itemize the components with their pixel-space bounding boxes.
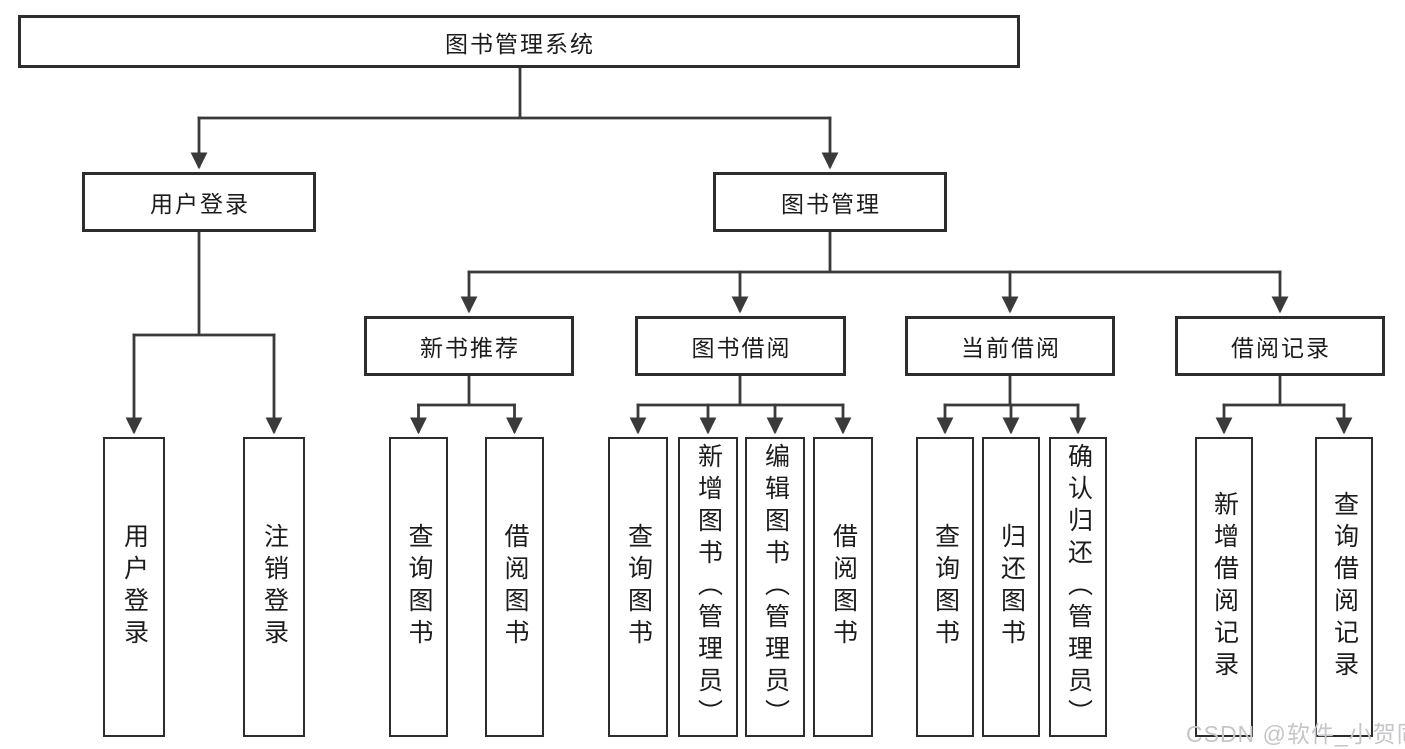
node-borrowing-records: 借阅记录 [1175,316,1385,376]
connector-user-login-split [132,230,276,337]
node-leaf-add-books-admin: 新增图书（管理员） [678,437,738,737]
node-current-borrowing: 当前借阅 [905,316,1115,376]
node-leaf-logout: 注销登录 [243,437,305,737]
node-library-management-system: 图书管理系统 [18,15,1020,68]
node-leaf-confirm-return-admin: 确认归还（管理员） [1049,437,1107,737]
connector-current-borrowing-split [943,374,1080,407]
connector-root-split [197,66,832,120]
connector-borrowing-records-split [1222,374,1346,407]
connector-new-book-split [417,374,516,407]
node-leaf-query-borrow-record: 查询借阅记录 [1315,437,1373,737]
node-leaf-borrow-books: 借阅图书 [813,437,873,737]
node-user-login: 用户登录 [82,172,316,232]
connector-book-borrowing-split [636,374,845,407]
node-leaf-add-borrow-record: 新增借阅记录 [1195,437,1253,737]
node-leaf-query-books-borrow: 查询图书 [608,437,668,737]
node-leaf-borrow-books-recommend: 借阅图书 [485,437,544,737]
node-leaf-query-books-recommend: 查询图书 [389,437,448,737]
connector-book-management-split [467,230,1282,274]
node-book-borrowing: 图书借阅 [635,316,846,376]
node-leaf-return-books: 归还图书 [982,437,1040,737]
node-new-book-recommendation: 新书推荐 [364,316,574,376]
csdn-watermark: CSDN @软件_小贺同学 [1186,721,1405,747]
node-book-management: 图书管理 [713,172,947,232]
node-leaf-query-books-current: 查询图书 [916,437,974,737]
node-leaf-user-login: 用户登录 [103,437,165,737]
node-leaf-edit-books-admin: 编辑图书（管理员） [745,437,805,737]
